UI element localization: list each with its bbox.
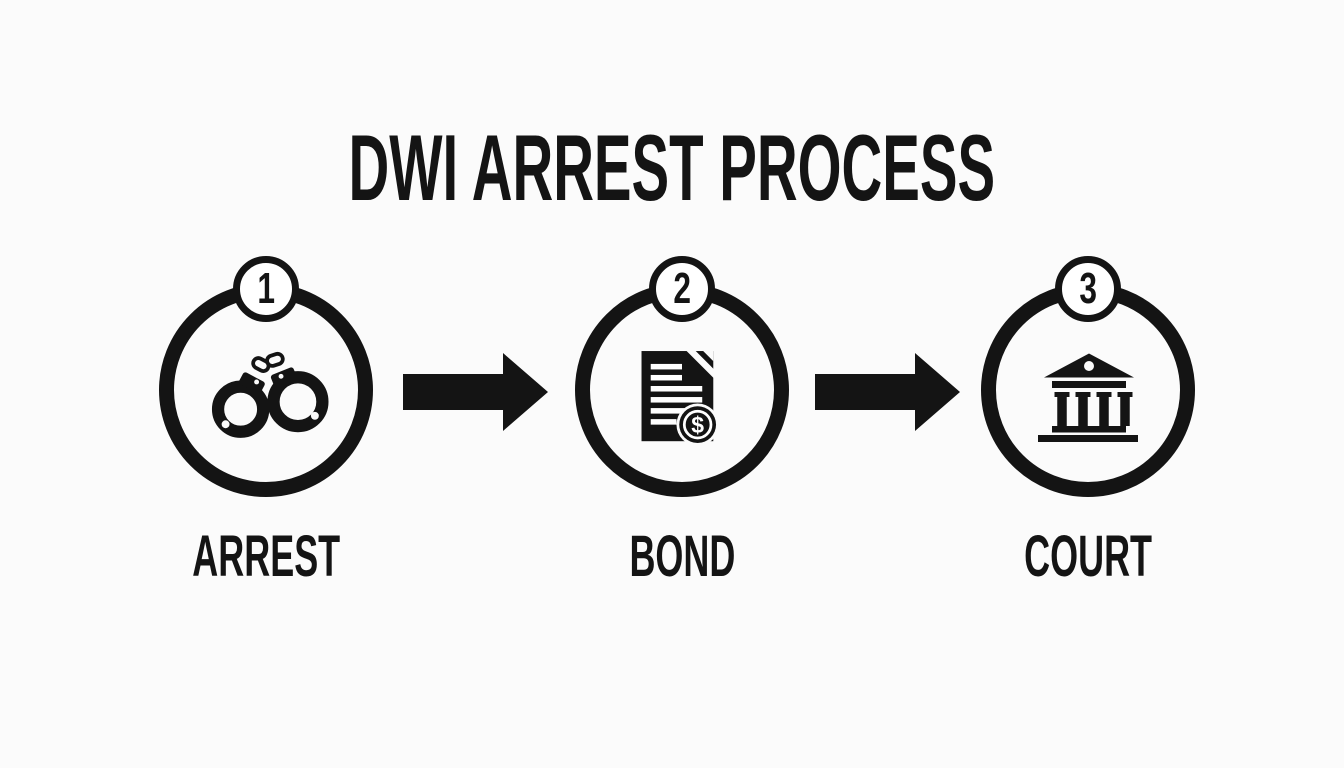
- step-label-text: ARREST: [192, 524, 340, 589]
- step-label: BOND: [597, 528, 768, 586]
- step-number-badge: 3: [1055, 256, 1121, 322]
- step-label: ARREST: [147, 528, 385, 586]
- step-number-badge: 1: [233, 256, 299, 322]
- handcuffs-icon: [211, 351, 329, 438]
- bond-document-dollar-icon: $: [641, 348, 721, 446]
- step-label: COURT: [985, 528, 1191, 586]
- svg-text:$: $: [691, 411, 704, 437]
- step-number: 2: [673, 264, 691, 313]
- step-arrest: 1 ARREST: [126, 256, 406, 586]
- arrow-right-icon: [815, 353, 960, 436]
- page-title: DWI ARREST PROCESS: [0, 121, 1344, 215]
- step-number-badge: 2: [649, 256, 715, 322]
- step-label-text: BOND: [629, 524, 735, 589]
- step-label-text: COURT: [1024, 524, 1152, 589]
- arrow-right-icon: [403, 353, 548, 436]
- step-number: 3: [1079, 264, 1097, 313]
- step-court: 3: [948, 256, 1228, 586]
- courthouse-icon: [1038, 353, 1138, 442]
- step-bond: 2 $ BOND: [542, 256, 822, 586]
- step-number: 1: [257, 264, 275, 313]
- page-title-text: DWI ARREST PROCESS: [348, 115, 996, 220]
